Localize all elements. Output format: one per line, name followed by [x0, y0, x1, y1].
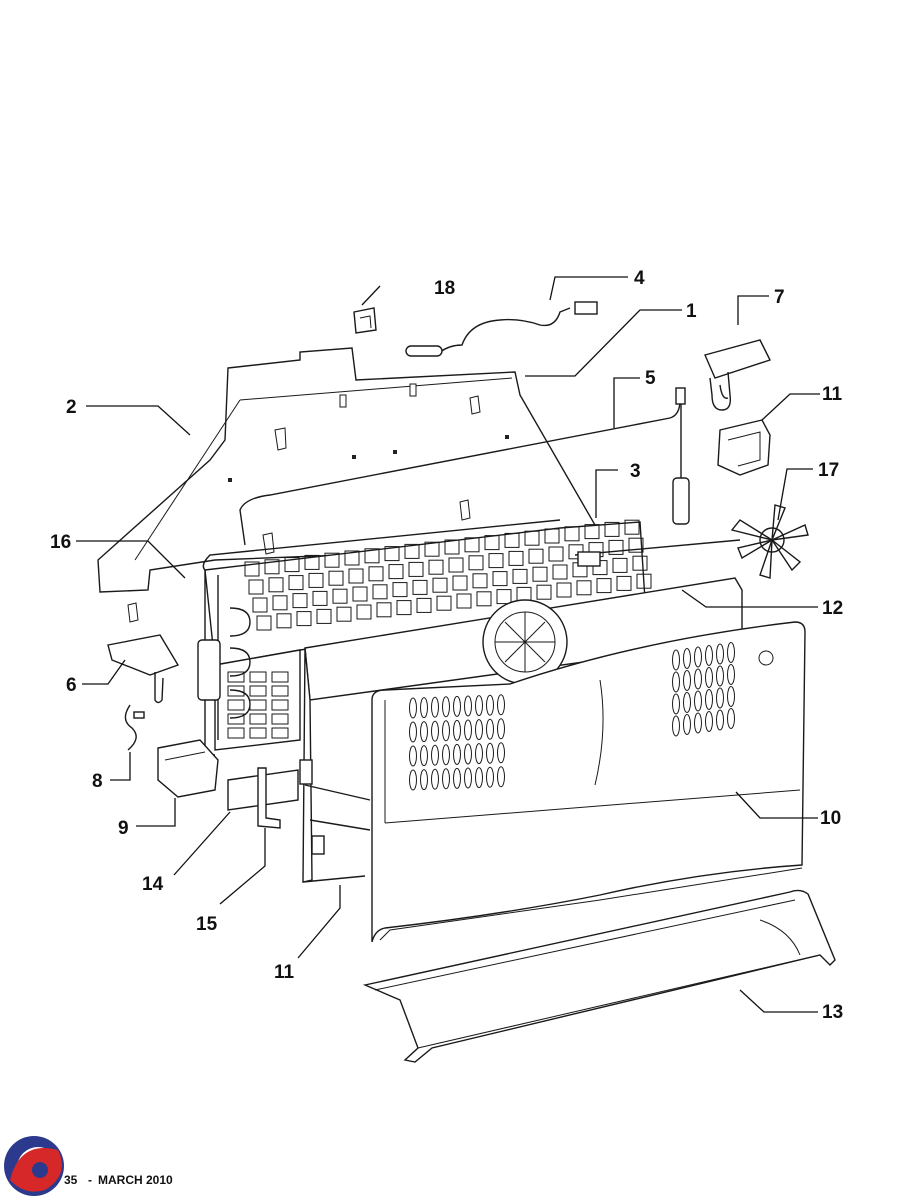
callout-12: 12 [822, 598, 843, 619]
clip-part-18 [353, 307, 377, 334]
callout-10: 10 [820, 808, 841, 829]
callout-labels: 18 4 1 7 5 11 2 3 17 16 12 6 8 10 9 14 1… [50, 268, 843, 1023]
evaporator-coil-part [197, 499, 741, 756]
callout-4: 4 [634, 268, 645, 289]
wire-harness-part [239, 387, 690, 546]
bottom-trim-part [362, 889, 836, 1063]
callout-14: 14 [142, 874, 164, 895]
callout-6: 6 [66, 675, 77, 696]
callout-15: 15 [196, 914, 218, 935]
callout-9: 9 [118, 818, 129, 839]
callout-18: 18 [434, 278, 455, 299]
clip-part-15 [257, 767, 281, 829]
footer-date: MARCH 2010 [98, 1173, 173, 1187]
callout-3: 3 [630, 461, 641, 482]
callout-11-right: 11 [822, 384, 843, 405]
front-panel-part [371, 621, 806, 943]
callout-16: 16 [50, 532, 71, 553]
callout-17: 17 [818, 460, 839, 481]
cover-part-9 [157, 739, 219, 798]
callout-5: 5 [645, 368, 656, 389]
callout-7: 7 [774, 287, 785, 308]
footer-separator: - [88, 1173, 92, 1187]
footer-page-number: 35 [64, 1173, 78, 1187]
cover-part-11-right [717, 419, 771, 476]
callout-2: 2 [66, 397, 77, 418]
drain-heater-part-6 [107, 634, 180, 704]
callout-11-left: 11 [274, 962, 295, 983]
brand-logo [4, 1136, 64, 1196]
thermostat-sensor-part [405, 301, 598, 357]
bracket-part-7 [704, 339, 771, 411]
wire-part-8 [124, 704, 145, 751]
fan-shroud-part [299, 577, 743, 883]
callout-1: 1 [686, 301, 697, 322]
callout-13: 13 [822, 1002, 843, 1023]
fan-blade-part [730, 504, 809, 579]
callout-8: 8 [92, 771, 103, 792]
leader-lines [76, 276, 820, 1013]
